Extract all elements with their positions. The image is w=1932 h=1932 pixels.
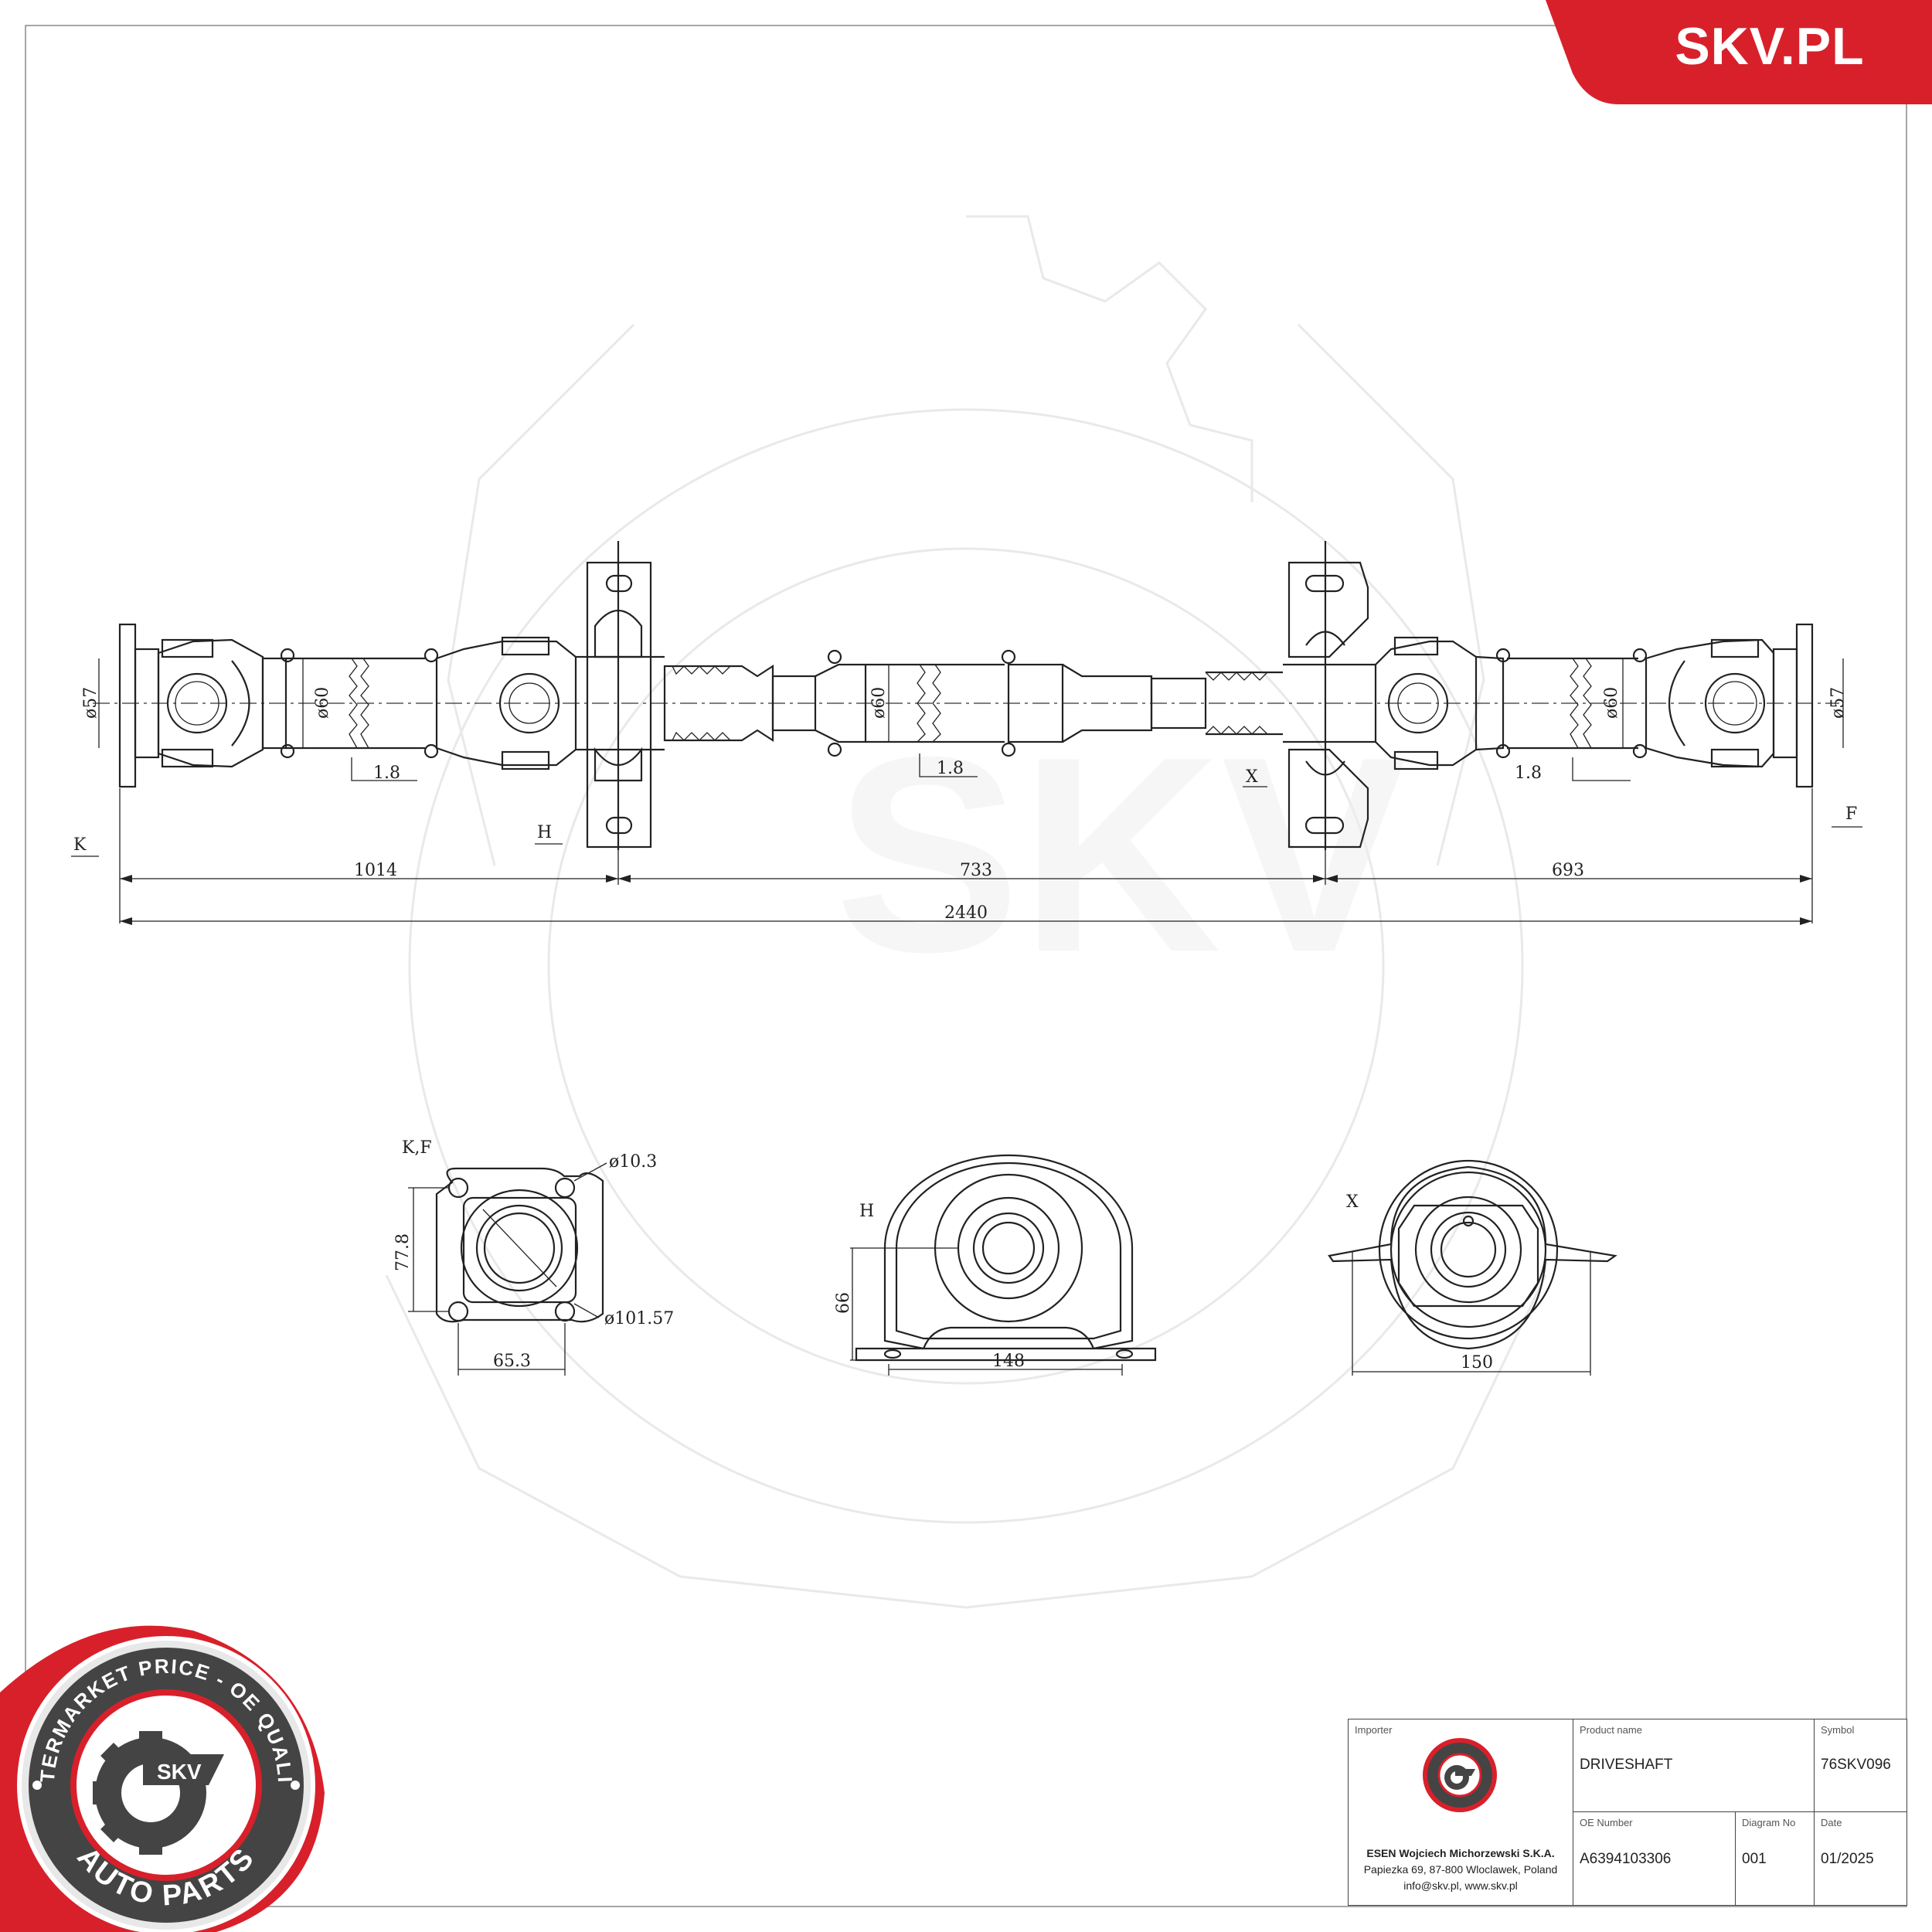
detail-x-label: X (1346, 1192, 1359, 1212)
tube-1-diameter: ø60 (313, 687, 332, 719)
product-name-cell: Product name DRIVESHAFT (1573, 1719, 1814, 1812)
marker-x: X (1246, 767, 1258, 787)
oe-number-cell: OE Number A6394103306 (1573, 1812, 1735, 1905)
slip-joint-boot (663, 649, 867, 757)
universal-joint-2 (1374, 636, 1511, 770)
detail-bearing-x: X 150 (1328, 1159, 1617, 1376)
diagram-no-value: 001 (1742, 1851, 1767, 1867)
title-block: Importer ESEN Wojciech Michorzewski S.K.… (1348, 1719, 1907, 1906)
symbol-cell: Symbol 76SKV096 (1814, 1719, 1906, 1812)
gap-2-label: 1.8 (937, 759, 964, 778)
importer-line-1: ESEN Wojciech Michorzewski S.K.A. (1366, 1847, 1555, 1859)
overall-length: 2440 (944, 903, 988, 923)
importer-cell: Importer ESEN Wojciech Michorzewski S.K.… (1349, 1719, 1573, 1905)
detail-kf-hole-dia: ø10.3 (609, 1152, 657, 1172)
importer-line-2: Papiezka 69, 87-800 Wloclawek, Poland (1363, 1863, 1558, 1876)
detail-kf-width: 65.3 (493, 1352, 531, 1371)
dimension-labels: ø57 ø60 ø60 ø60 ø57 1.8 1.8 1.8 1014 733… (73, 687, 1857, 923)
seal-center-text: SKV (157, 1760, 202, 1784)
watermark: SKV (385, 215, 1547, 1609)
diagram-no-label: Diagram No (1742, 1817, 1796, 1828)
flange-left-diameter: ø57 (81, 687, 100, 719)
importer-label: Importer (1355, 1724, 1393, 1736)
gear-icon: SKV (93, 1731, 224, 1855)
segment-1-length: 1014 (354, 861, 397, 880)
flange-right-diameter: ø57 (1828, 687, 1848, 719)
detail-kf-bolt-circle: ø101.57 (604, 1309, 674, 1328)
marker-k: K (73, 835, 87, 855)
detail-bearing-h: H 66 148 (834, 1154, 1157, 1376)
date-label: Date (1821, 1817, 1842, 1828)
date-cell: Date 01/2025 (1814, 1812, 1906, 1905)
date-value: 01/2025 (1821, 1851, 1874, 1867)
detail-kf-label: K,F (402, 1138, 432, 1158)
flange-right (1645, 623, 1814, 788)
brand-tab (1546, 0, 1932, 104)
center-bearing-h (576, 541, 665, 850)
tube-section-1 (280, 648, 439, 759)
center-bearing-x (1283, 541, 1376, 850)
importer-logo (1423, 1738, 1497, 1812)
driveshaft-assembly (93, 541, 1839, 850)
oe-number-value: A6394103306 (1580, 1851, 1672, 1867)
gap-1-label: 1.8 (373, 764, 400, 783)
oe-number-label: OE Number (1580, 1817, 1633, 1828)
product-name-label: Product name (1580, 1724, 1642, 1736)
tube-3-diameter: ø60 (1602, 687, 1621, 719)
detail-kf-height: 77.8 (393, 1233, 413, 1271)
detail-h-height: 66 (834, 1292, 853, 1314)
segment-2-length: 733 (960, 861, 992, 880)
detail-x-width: 150 (1461, 1353, 1493, 1372)
detail-h-label: H (859, 1202, 874, 1221)
product-name-value: DRIVESHAFT (1580, 1757, 1673, 1773)
tube-2-diameter: ø60 (869, 687, 889, 719)
skv-seal: AFTERMARKET PRICE - OE QUALITY AUTO PART… (0, 1600, 325, 1932)
symbol-value: 76SKV096 (1821, 1757, 1891, 1773)
marker-h: H (537, 823, 552, 842)
importer-line-3: info@skv.pl, www.skv.pl (1403, 1879, 1518, 1892)
segment-3-length: 693 (1552, 861, 1584, 880)
tube-section-3 (1507, 648, 1648, 759)
flange-left (118, 623, 287, 788)
detail-flange-kf: K,F ø10.3 77.8 ø101.57 65.3 (393, 1138, 674, 1376)
gap-3-label: 1.8 (1515, 764, 1542, 783)
tube-section-2 (866, 649, 1283, 757)
symbol-label: Symbol (1821, 1724, 1855, 1736)
brand-website-label: SKV.PL (1675, 17, 1865, 76)
marker-f: F (1845, 804, 1857, 824)
diagram-no-cell: Diagram No 001 (1735, 1812, 1814, 1905)
svg-text:SKV: SKV (835, 699, 1408, 1010)
dimension-lines (71, 658, 1862, 925)
detail-h-width: 148 (992, 1352, 1025, 1371)
drawing-frame (25, 25, 1907, 1907)
